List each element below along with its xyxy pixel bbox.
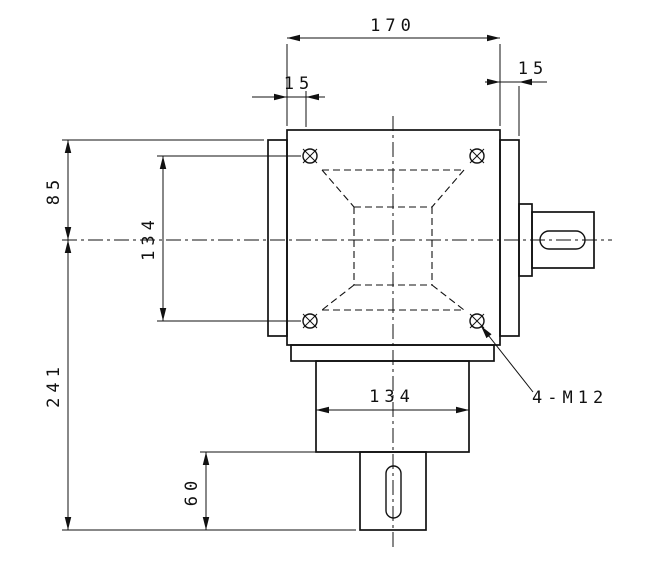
bottom-keyway-slot (385, 465, 402, 519)
bottom-shaft (359, 451, 427, 531)
base-assembly (290, 344, 495, 531)
hidden-line (321, 284, 355, 311)
bolt-hole-top-left (302, 148, 318, 164)
dim-overall-height: 241 (44, 240, 356, 531)
dim-text: 170 (370, 16, 416, 36)
hole-cross (302, 313, 318, 329)
hole-cross (469, 148, 485, 164)
hidden-gear-lines (321, 169, 465, 311)
dim-flange-offset-right: 15 (485, 59, 548, 136)
leader-line (480, 325, 534, 393)
bolt-holes (302, 148, 485, 329)
front-view (267, 129, 520, 346)
center-lines (62, 116, 612, 547)
dim-text: 15 (518, 59, 548, 79)
dim-text: 85 (44, 175, 64, 205)
hidden-line (431, 284, 465, 311)
hole-cross (302, 148, 318, 164)
dim-shaft-extension: 60 (182, 451, 354, 530)
shaft-body (531, 211, 595, 269)
thread-callout-text: 4-M12 (532, 388, 608, 408)
hole-circle (302, 313, 318, 329)
dim-flange-offset-left: 15 (252, 74, 325, 127)
dim-bolt-spacing: 134 (139, 155, 301, 322)
bolt-hole-bottom-right (469, 313, 485, 329)
left-flange (267, 139, 288, 337)
thread-callout: 4-M12 (480, 325, 608, 408)
hole-circle (469, 148, 485, 164)
dimensions: 170 15 15 85 (44, 16, 608, 531)
side-shaft (518, 203, 595, 277)
hidden-line (321, 169, 355, 208)
hole-circle (469, 313, 485, 329)
dim-text: 134 (369, 387, 415, 407)
dim-center-height: 85 (44, 139, 264, 240)
bolt-hole-top-right (469, 148, 485, 164)
dim-text: 60 (182, 476, 202, 506)
dim-text: 134 (139, 215, 159, 261)
dim-base-width: 134 (316, 387, 469, 414)
dim-text: 241 (44, 362, 64, 408)
hole-circle (302, 148, 318, 164)
dim-text: 15 (284, 74, 314, 94)
dim-housing-width: 170 (286, 16, 501, 126)
keyway-slot (539, 230, 586, 250)
drawing-root: 170 15 15 85 (44, 16, 612, 547)
hole-cross (469, 313, 485, 329)
bolt-hole-bottom-left (302, 313, 318, 329)
hidden-line (431, 169, 465, 208)
